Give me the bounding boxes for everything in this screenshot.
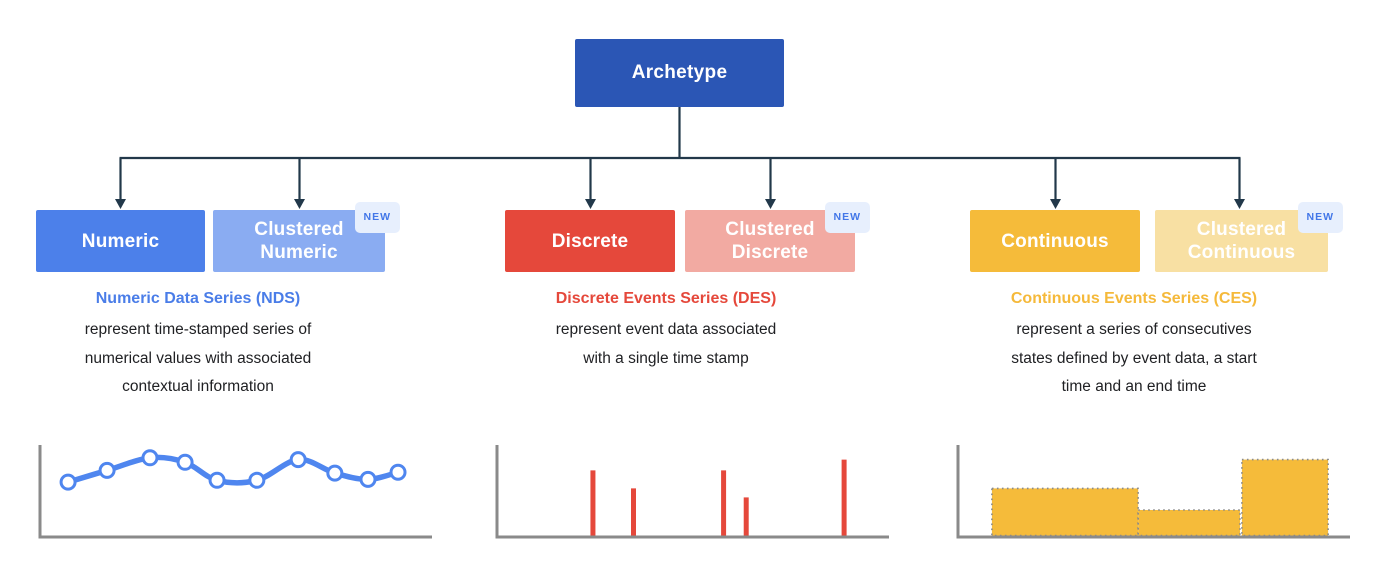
new-badge: NEW — [824, 202, 870, 233]
description-line: represent a series of consecutives — [1016, 321, 1252, 338]
node-label: Clustered Continuous — [1187, 219, 1296, 263]
new-badge: NEW — [1297, 202, 1343, 233]
discrete-heading: Discrete Events Series (DES) — [555, 290, 777, 307]
arrowhead-icon — [1050, 199, 1061, 209]
discrete-description: represent event data associated with a s… — [486, 316, 846, 373]
continuous-description: represent a series of consecutives state… — [954, 316, 1314, 402]
archetype-label: Archetype — [631, 62, 728, 83]
numeric-heading: Numeric Data Series (NDS) — [95, 290, 301, 307]
clustered-numeric-node: NEW Clustered Numeric — [213, 202, 400, 272]
continuous-heading: Continuous Events Series (CES) — [1010, 290, 1258, 307]
arrowhead-icon — [1234, 199, 1245, 209]
nds-line-chart — [38, 445, 432, 539]
clustered-continuous-node: NEW Clustered Continuous — [1155, 202, 1343, 272]
description-line: states defined by event data, a start — [1011, 349, 1257, 367]
node-label: Clustered Discrete — [725, 219, 815, 263]
description-line: with a single time stamp — [583, 349, 749, 367]
ces-step-chart — [956, 445, 1350, 539]
node-label: Discrete — [551, 230, 629, 252]
description-line: represent time-stamped series of — [84, 321, 312, 338]
clustered-discrete-node: NEW Clustered Discrete — [685, 202, 870, 272]
numeric-node: Numeric — [36, 210, 205, 272]
continuous-node: Continuous — [970, 210, 1140, 272]
description-line: represent event data associated — [555, 321, 777, 338]
node-label: Continuous — [1001, 230, 1109, 252]
node-label: Numeric — [81, 230, 160, 252]
arrowhead-icon — [585, 199, 596, 209]
description-line: contextual information — [122, 378, 274, 395]
description-line: numerical values with associated — [84, 349, 312, 367]
new-badge: NEW — [354, 202, 400, 233]
arrowhead-icon — [294, 199, 305, 209]
description-line: time and an end time — [1061, 378, 1207, 395]
node-label: Clustered Numeric — [254, 219, 344, 263]
des-stem-chart — [495, 445, 889, 539]
numeric-description: represent time-stamped series of numeric… — [18, 316, 378, 402]
arrowhead-icon — [115, 199, 126, 209]
discrete-node: Discrete — [505, 210, 675, 272]
archetype-node: Archetype — [575, 39, 784, 107]
arrowhead-icon — [765, 199, 776, 209]
